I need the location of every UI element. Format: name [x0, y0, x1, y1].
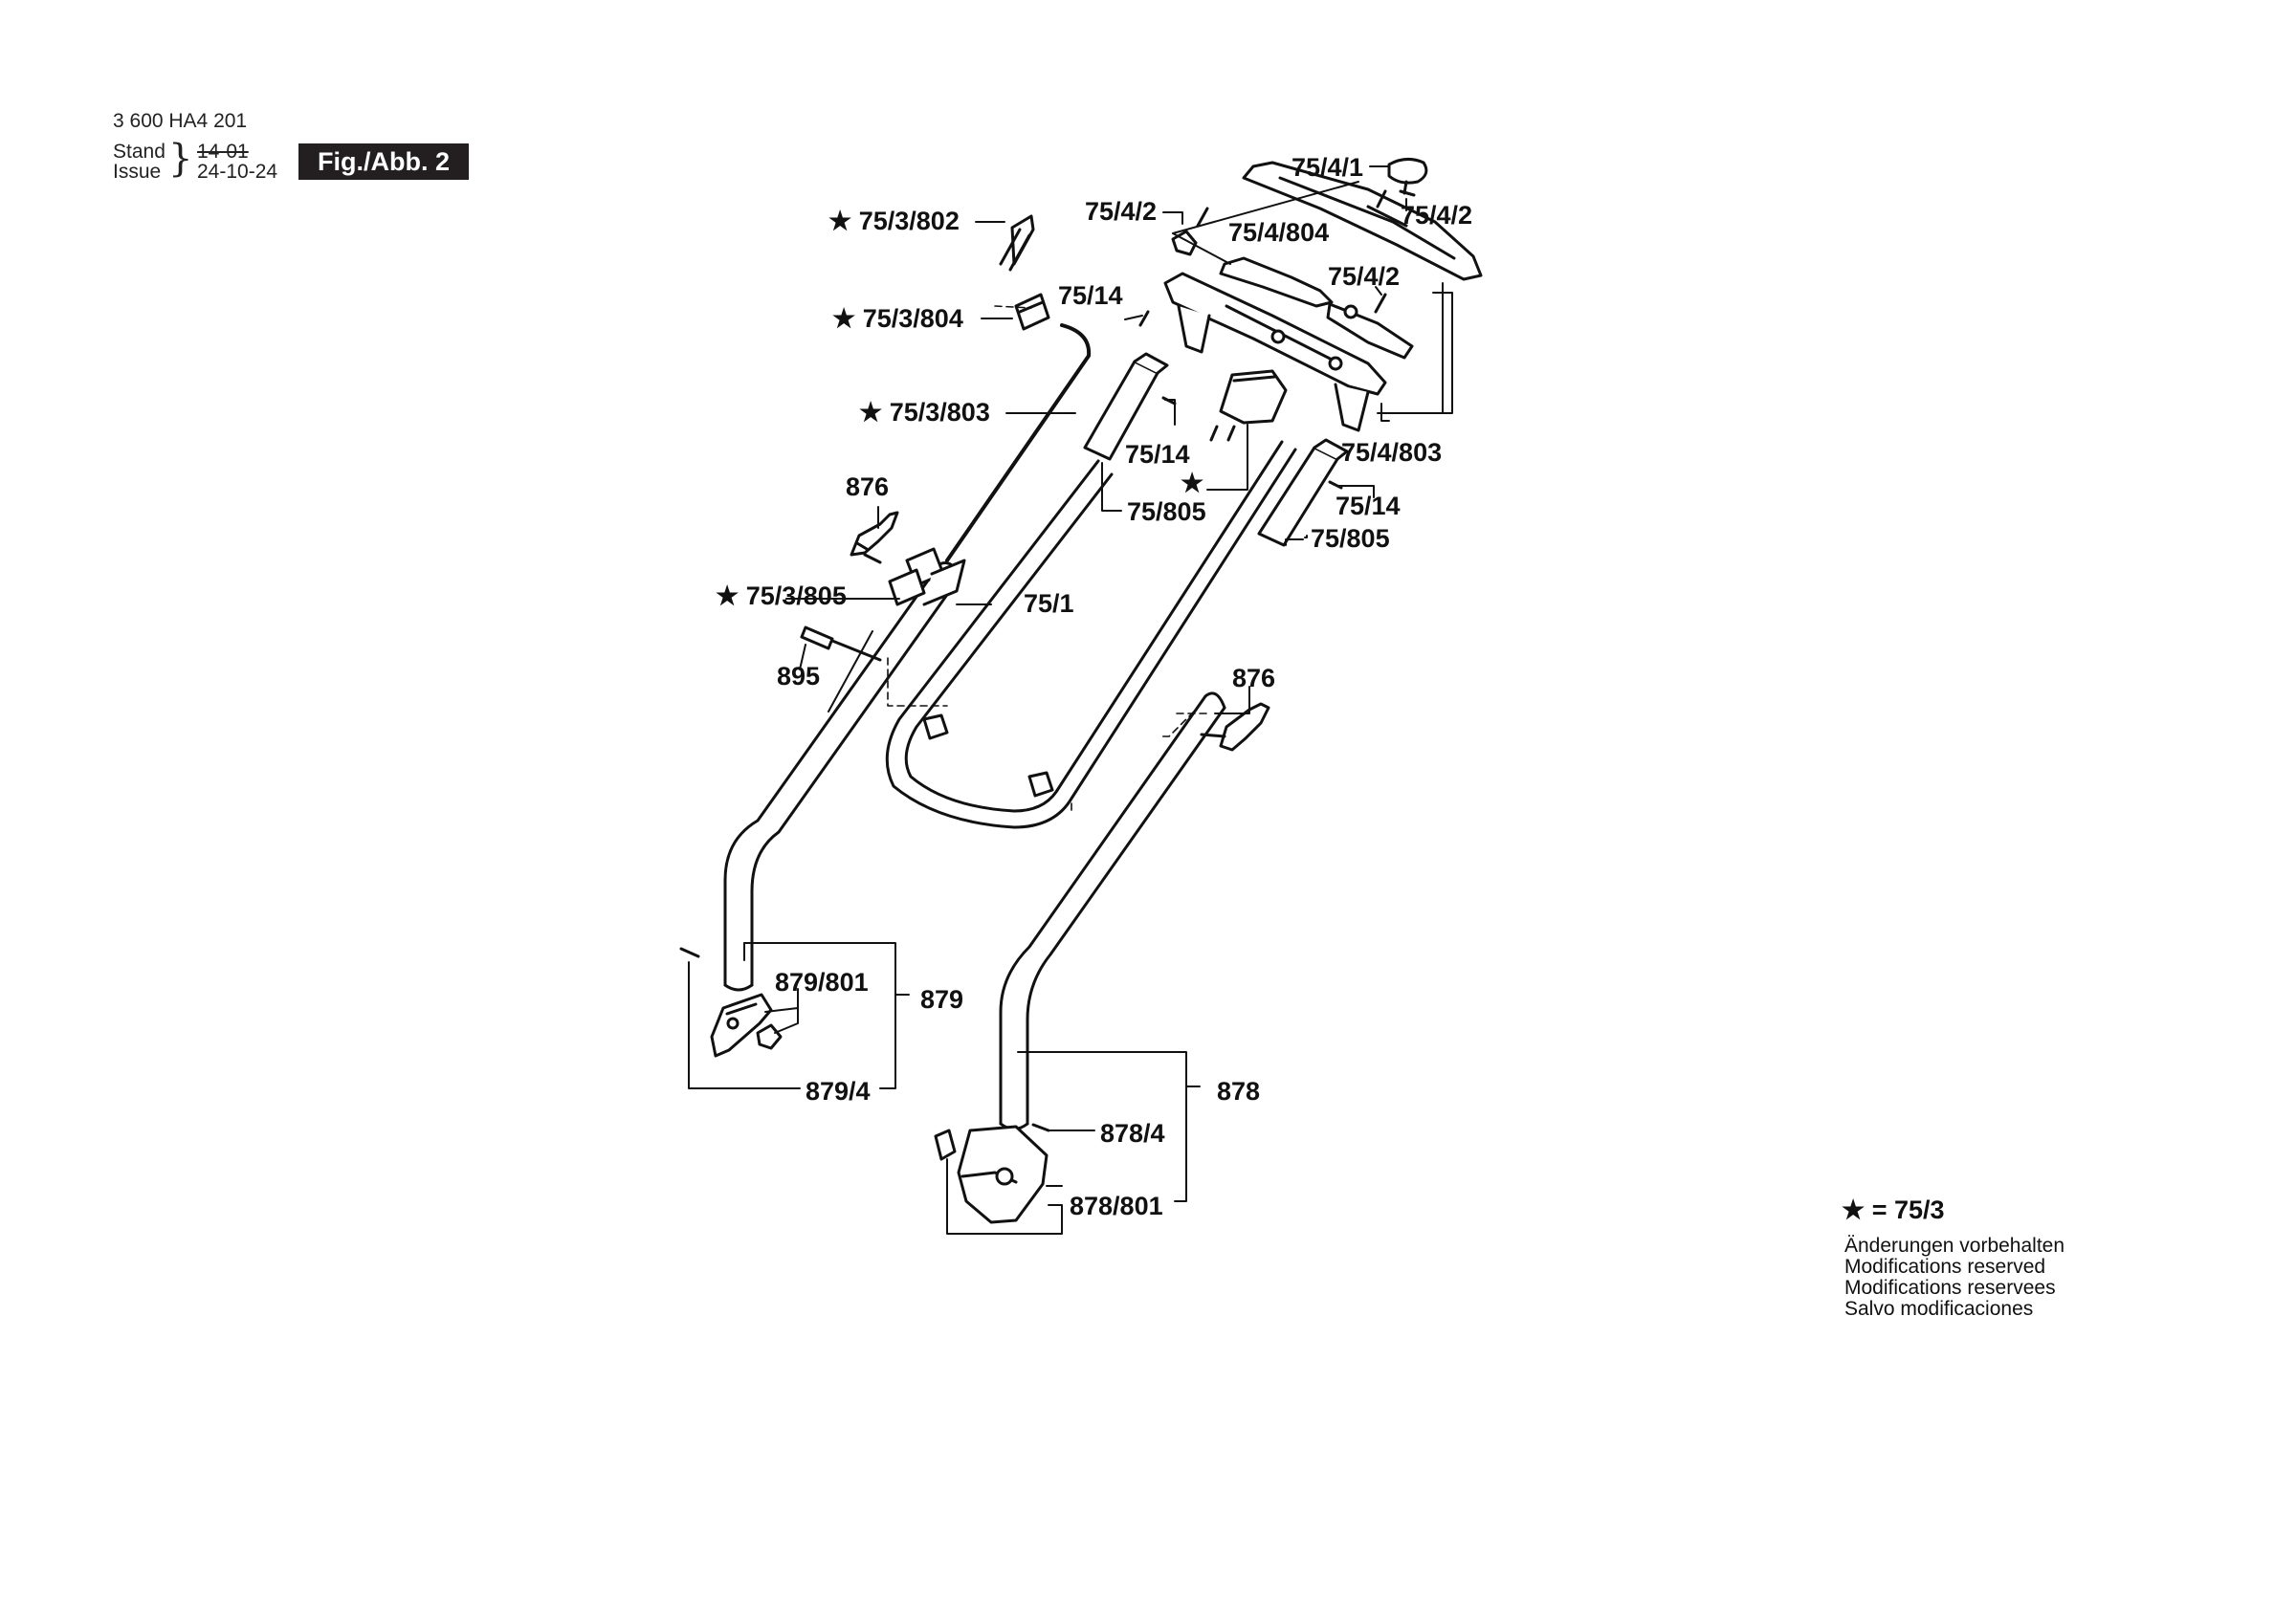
modification-note-en: Modifications reserved [1844, 1256, 2046, 1278]
star-legend: ★ = 75/3 [1842, 1195, 1945, 1224]
part-number: 75/3/803 [889, 398, 990, 427]
part-label-75-4-1: 75/4/1 [1292, 153, 1364, 182]
part-label-878: 878 [1217, 1077, 1261, 1106]
figure-label: Fig./Abb. 2 [298, 143, 469, 180]
switch-lever-part [1171, 230, 1414, 360]
part-label-75-14-c: 75/14 [1336, 492, 1401, 520]
control-lever-part [999, 214, 1035, 272]
spring-pin-a [1196, 207, 1209, 228]
star-marker: ★ [828, 207, 852, 235]
right-handle-tube [999, 691, 1226, 1130]
spring-pin-b [1376, 189, 1387, 208]
part-label-878-4: 878/4 [1100, 1119, 1165, 1148]
part-label-75-805-a: 75/805 [1127, 497, 1206, 526]
issue-date: 24-10-24 [197, 161, 278, 183]
frame-bushing-left [922, 713, 949, 740]
part-label-star-cap: ★ [1181, 469, 1204, 497]
part-label-879: 879 [920, 985, 964, 1014]
clamp-block-part [888, 547, 966, 606]
star-marker: ★ [832, 304, 856, 333]
part-label-879-4: 879/4 [806, 1077, 871, 1106]
part-label-75-3-805: ★ 75/3/805 [716, 583, 847, 609]
part-label-75-14-a: 75/14 [1058, 281, 1123, 310]
part-label-75-14-b: 75/14 [1125, 440, 1190, 469]
part-label-879-801: 879/801 [775, 968, 869, 997]
superseded-date: 14-01 [197, 141, 249, 163]
document-number: 3 600 HA4 201 [113, 110, 248, 132]
spring-pin-d [1399, 189, 1416, 197]
screw-d [1226, 425, 1236, 442]
grip-sleeve-right [1257, 438, 1349, 547]
star-marker: ★ [716, 581, 740, 610]
part-label-75-4-2-c: 75/4/2 [1328, 262, 1401, 291]
part-label-75-4-2-b: 75/4/2 [1401, 201, 1473, 230]
control-housing-bottom [1163, 272, 1387, 432]
part-number: 75/3/802 [858, 207, 960, 235]
modification-note-de: Änderungen vorbehalten [1844, 1235, 2065, 1257]
part-label-75-805-b: 75/805 [1311, 524, 1390, 553]
cable-lower-section [828, 630, 873, 713]
left-handle-tube [723, 561, 962, 992]
part-number: 75/3/804 [862, 304, 963, 333]
handle-bracket-right [934, 1125, 1049, 1224]
assembly-guide-lines [887, 305, 1208, 816]
star-marker: ★ [859, 398, 883, 427]
brace-icon: } [168, 137, 193, 181]
star-knob-left [850, 511, 899, 564]
grip-sleeve-left [1083, 352, 1169, 461]
stand-label: Stand [113, 141, 166, 163]
screw-a [1138, 310, 1150, 327]
bracket-screw-left [679, 947, 700, 958]
cable-clip-part [1014, 293, 1050, 331]
rotary-knob-part [1387, 158, 1428, 195]
bowden-cable [945, 323, 1092, 562]
part-label-75-4-803: 75/4/803 [1341, 438, 1443, 467]
part-label-75-1: 75/1 [1024, 589, 1074, 618]
part-number: 75/3/805 [745, 581, 847, 610]
part-label-75-4-2-a: 75/4/2 [1085, 197, 1158, 226]
handle-bracket-left [710, 993, 783, 1058]
leader-lines [688, 165, 1453, 1235]
part-label-75-3-803: ★ 75/3/803 [859, 400, 990, 426]
spring-pin-c [1374, 293, 1387, 314]
control-housing-top [1242, 161, 1483, 281]
star-knob-right [1200, 702, 1270, 752]
bolt-part [800, 625, 882, 662]
bracket-screw-right [1031, 1123, 1050, 1132]
part-label-75-4-804: 75/4/804 [1228, 218, 1330, 247]
screw-c [1209, 425, 1219, 442]
modification-note-es: Salvo modificaciones [1844, 1298, 2034, 1320]
issue-label: Issue [113, 161, 162, 183]
cap-part [1219, 369, 1288, 425]
part-label-878-801: 878/801 [1070, 1192, 1163, 1220]
part-label-876-left: 876 [846, 472, 890, 501]
part-label-895: 895 [777, 662, 821, 691]
frame-bushing-right [1027, 771, 1054, 798]
upper-handle-frame [885, 440, 1297, 829]
part-label-876-right: 876 [1232, 664, 1276, 692]
part-label-75-3-804: ★ 75/3/804 [832, 306, 963, 332]
part-label-75-3-802: ★ 75/3/802 [828, 208, 960, 234]
modification-note-fr: Modifications reservees [1844, 1277, 2056, 1299]
